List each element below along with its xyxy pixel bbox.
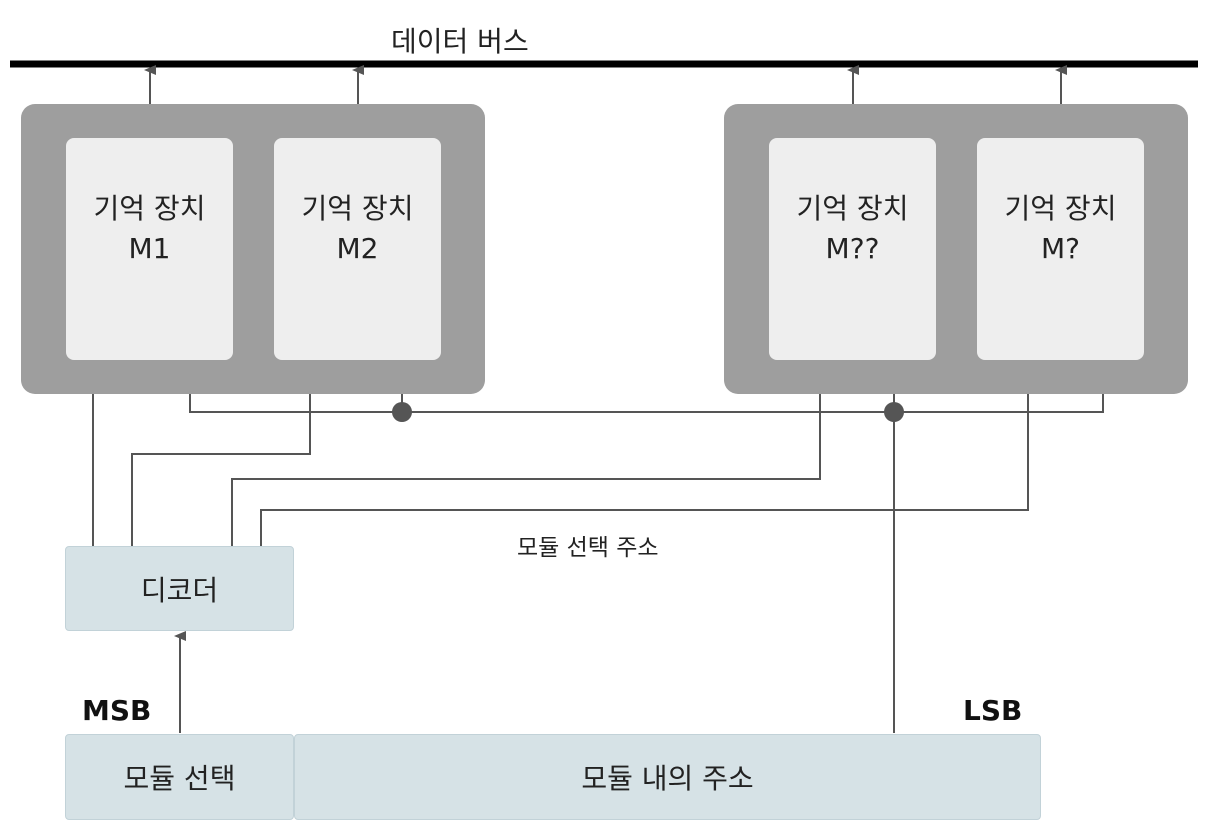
- in-module-address-field: 모듈 내의 주소: [294, 734, 1041, 820]
- data-bus-label: 데이터 버스: [391, 25, 529, 58]
- select-line-m2: [131, 361, 316, 546]
- module-select-address-label: 모듈 선택 주소: [517, 535, 659, 561]
- module-id: M?: [1040, 232, 1081, 265]
- module-select-field: 모듈 선택: [65, 734, 294, 820]
- module-id: M2: [336, 232, 379, 265]
- module-title: 기억 장치: [1004, 192, 1117, 225]
- module-title: 기억 장치: [796, 192, 909, 225]
- select-line-m3: [231, 361, 826, 546]
- module-title: 기억 장치: [93, 192, 206, 225]
- module-id: M1: [128, 232, 171, 265]
- in-module-address-label: 모듈 내의 주소: [581, 762, 754, 795]
- memory-module-m1: 기억 장치 M1: [66, 138, 233, 360]
- module-select-label: 모듈 선택: [123, 762, 236, 795]
- memory-module-m4: 기억 장치 M?: [977, 138, 1144, 360]
- decoder-box: 디코더: [65, 546, 294, 631]
- memory-module-m3: 기억 장치 M??: [769, 138, 936, 360]
- module-id: M??: [825, 232, 880, 265]
- junction-dot-left: [392, 402, 412, 422]
- module-title: 기억 장치: [301, 192, 414, 225]
- memory-module-m2: 기억 장치 M2: [274, 138, 441, 360]
- junction-dot-right: [884, 402, 904, 422]
- lsb-label: LSB: [963, 694, 1023, 727]
- msb-label: MSB: [82, 694, 152, 727]
- select-line-m4: [260, 361, 1034, 546]
- decoder-label: 디코더: [140, 573, 219, 607]
